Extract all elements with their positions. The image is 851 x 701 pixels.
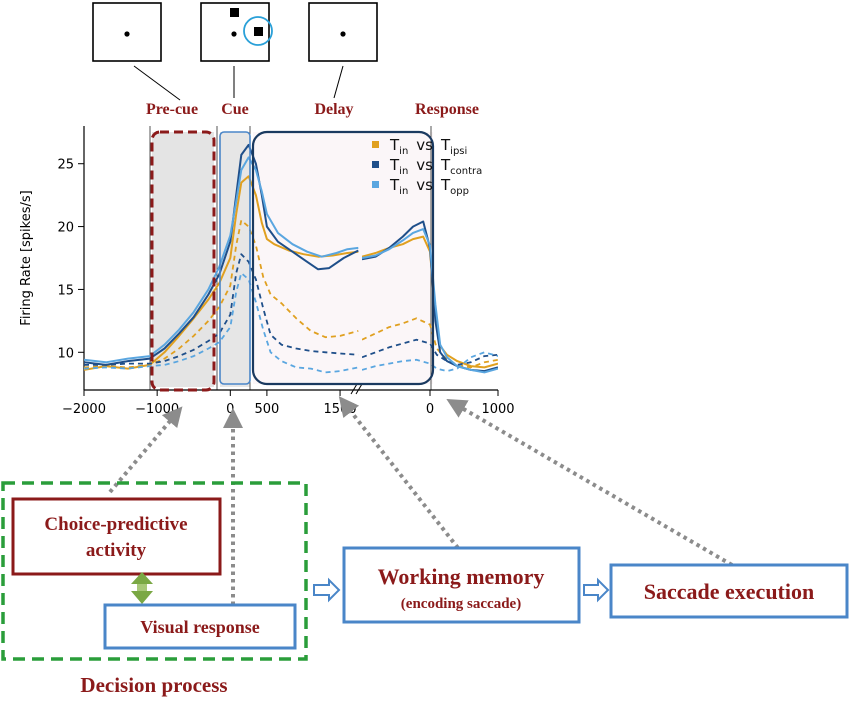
series-t_ipsi-solid-left [84,175,359,371]
decision-process-title: Decision process [80,673,227,697]
choice-predictive-box [11,497,222,576]
phase-label-response: Response [415,101,479,118]
precue-shading [152,132,214,387]
flow-arrow-2-icon [583,577,610,603]
axis-break-mark [350,383,363,395]
cue-target-square-right [254,27,263,36]
y-axis: 10 15 20 25 Firing Rate [spikes/s] [19,126,85,390]
precue-outline-box [150,130,216,392]
x-tick-label: 500 [254,402,279,417]
y-tick-label: 25 [57,158,74,173]
working-memory-box [342,546,581,624]
visual-response-label: Visual response [140,617,260,637]
legend-swatch-t_opp [372,181,379,188]
flow-arrow-1-icon [313,577,341,603]
legend-swatch-t_ipsi [372,141,379,148]
series-t_contra-solid-left [84,143,359,366]
x-tick-label: −2000 [62,402,106,417]
cue-target-square-top [230,8,239,17]
screen-precue [92,2,162,62]
x-tick-label: −1000 [135,402,179,417]
bidirectional-arrow-icon [131,572,153,604]
series-t_opp-solid-left [84,156,359,364]
x-tick-label: 1000 [481,402,514,417]
saccade-execution-label: Saccade execution [644,579,814,604]
arrow-memory-to-delay [338,396,460,550]
link-arrows [108,396,734,605]
delay-outline-box [251,130,435,386]
phase-label-cue: Cue [221,101,249,118]
connector-delay [333,65,344,99]
working-memory-label: Working memory [378,564,545,589]
visual-response-box [103,603,297,650]
series-t_opp-dashed-left [84,272,359,374]
y-tick-label: 20 [57,221,74,236]
cue-highlight-circle [243,16,273,46]
phase-label-precue: Pre-cue [146,101,198,118]
y-tick-label: 10 [57,346,74,361]
series-t_contra-dashed-left [84,253,359,366]
y-tick-label: 15 [57,283,74,298]
arrow-choice-to-precue [108,406,183,494]
connector-precue [133,65,181,101]
series-t_ipsi-dashed-right [362,317,498,369]
choice-predictive-label-1: Choice-predictive [44,514,187,535]
y-axis-label: Firing Rate [spikes/s] [19,190,34,325]
decision-process-frame [1,481,308,661]
saccade-execution-box [609,563,849,619]
arrow-saccade-to-response [446,398,734,567]
cue-outline-box [219,131,251,385]
legend-swatch-t_contra [372,161,379,168]
screen-cue [200,2,273,62]
screen-delay [308,2,378,62]
phase-label-delay: Delay [314,101,353,118]
choice-predictive-label-2: activity [86,540,147,561]
x-tick-label: 0 [226,402,234,417]
working-memory-sublabel: (encoding saccade) [401,596,521,612]
x-tick-label: 0 [426,402,434,417]
